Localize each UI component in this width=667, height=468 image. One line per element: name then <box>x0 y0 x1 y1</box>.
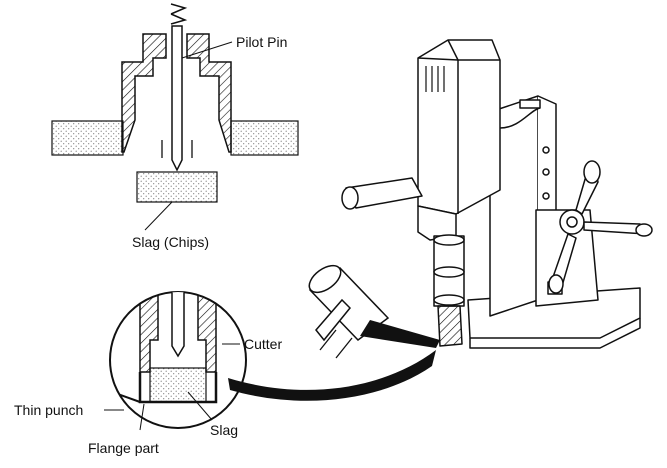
feed-handles <box>548 160 653 294</box>
label-slag-chips: Slag (Chips) <box>132 234 209 250</box>
hammer-icon <box>308 264 390 359</box>
drill-motor <box>417 39 501 215</box>
pointer-wedge <box>360 320 440 348</box>
detail-slag <box>149 367 207 403</box>
hammer-handle <box>315 298 352 342</box>
pilot-pin <box>171 25 183 172</box>
spring-icon <box>170 3 188 25</box>
workpiece-left <box>51 120 124 156</box>
drill-cutter <box>437 305 463 347</box>
slag-chip <box>136 171 218 203</box>
cutter-cross-section <box>51 3 299 231</box>
detail-magnifier <box>104 291 247 431</box>
label-thin-punch: Thin punch <box>14 402 83 418</box>
workpiece-right <box>230 120 299 156</box>
label-slag: Slag <box>210 422 238 438</box>
label-flange-part: Flange part <box>88 440 159 456</box>
thin-punch-flange <box>138 372 218 404</box>
cutter-wall-left <box>121 33 167 153</box>
cutter-wall-right <box>186 33 232 153</box>
label-cutter: Cutter <box>244 336 282 352</box>
label-pilot-pin: Pilot Pin <box>236 34 287 50</box>
curved-arrow <box>228 350 436 401</box>
magnetic-drill <box>341 39 653 349</box>
